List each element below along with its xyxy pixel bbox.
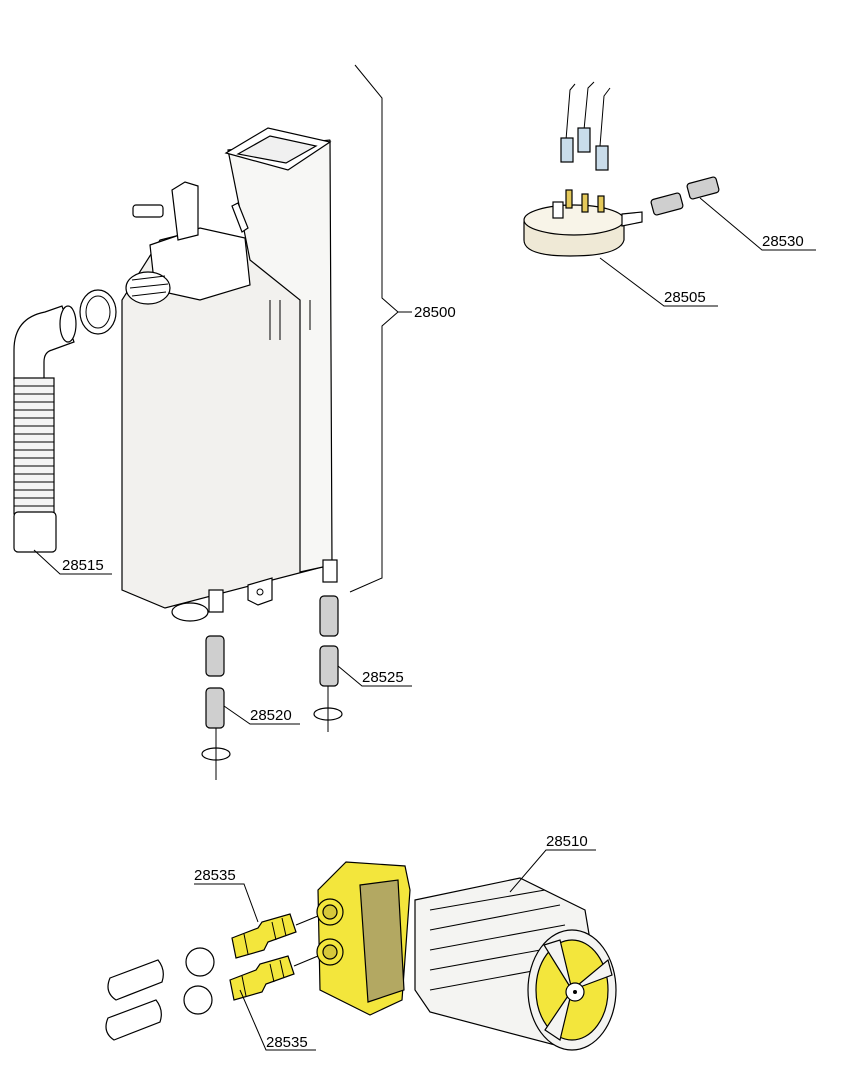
- drain-hose-ribs: [14, 385, 54, 507]
- pump-clamp-lower: [183, 985, 213, 1015]
- tank-back-panel: [227, 139, 333, 573]
- switch-top: [523, 204, 625, 236]
- tank-bracket: [171, 181, 199, 241]
- switch-tab-3: [597, 195, 605, 213]
- switch-tab-1: [565, 189, 573, 209]
- connector-hose-piece-1: [650, 192, 684, 216]
- tank-rail-left: [269, 300, 281, 340]
- hose-clamp-drain-inner: [85, 295, 111, 329]
- terminal-2: [577, 127, 591, 153]
- pump-hose-lower[interactable]: [105, 985, 213, 1041]
- pump-hose-lower-tube: [105, 999, 162, 1041]
- pump-end-spokes: [543, 939, 613, 1041]
- leader-28515: [33, 549, 112, 575]
- leader-28525: [337, 665, 412, 687]
- drain-hose[interactable]: [13, 289, 117, 553]
- tank-nozzle: [132, 204, 164, 218]
- hose-left-lower: [205, 687, 225, 729]
- leader-28520: [223, 705, 300, 725]
- pump-hose-upper[interactable]: [107, 947, 215, 1001]
- pump-motor-fins: [429, 889, 569, 991]
- hose-left[interactable]: [201, 635, 231, 780]
- leader-28530: [699, 197, 816, 251]
- hose-right[interactable]: [313, 595, 343, 732]
- label-28520: 28520: [250, 707, 292, 724]
- drain-hose-cuff: [13, 511, 57, 553]
- threaded-inlet: [125, 271, 171, 305]
- label-28525: 28525: [362, 669, 404, 686]
- bottom-drain-outlet: [171, 602, 209, 622]
- hose-right-lower: [319, 645, 339, 687]
- drain-hose-elbow: [13, 305, 75, 381]
- terminal-1: [560, 137, 574, 163]
- pump-port-upper-inner: [322, 904, 338, 920]
- hose-barb-upper-ribs: [243, 917, 287, 955]
- label-28515: 28515: [62, 557, 104, 574]
- assembly-bracket: [349, 64, 399, 593]
- pump-clamp-upper: [185, 947, 215, 977]
- label-28500: 28500: [414, 304, 456, 321]
- drain-hose-elbow-end: [59, 305, 77, 343]
- barb-axis-lower: [293, 955, 319, 967]
- hose-barb-upper[interactable]: [231, 913, 297, 959]
- pressure-switch[interactable]: [523, 81, 720, 257]
- hose-left-upper: [205, 635, 225, 677]
- barb-axis-upper: [295, 915, 319, 926]
- label-28510: 28510: [546, 833, 588, 850]
- label-28535-top: 28535: [194, 867, 236, 884]
- leader-28510: [509, 849, 596, 893]
- label-28505: 28505: [664, 289, 706, 306]
- switch-post: [552, 201, 564, 219]
- hose-clamp-drain: [79, 289, 117, 335]
- leader-28535-top: [194, 883, 259, 923]
- hose-right-upper: [319, 595, 339, 637]
- tank-assembly[interactable]: [121, 83, 338, 622]
- pump-head-band: [359, 879, 405, 1003]
- leader-28505: [599, 257, 718, 307]
- bottom-outlet-left: [208, 589, 224, 613]
- connector-hose-piece-2: [686, 176, 720, 200]
- switch-nozzle: [621, 211, 643, 227]
- tank-vent-stub: [231, 202, 249, 233]
- pump-port-lower-inner: [322, 944, 338, 960]
- terminal-3: [595, 145, 609, 171]
- switch-tab-2: [581, 193, 589, 213]
- pump-hose-upper-tube: [107, 959, 164, 1001]
- label-28535-bottom: 28535: [266, 1034, 308, 1051]
- vent-pipe-inner: [270, 83, 334, 140]
- tank-funnel-inner: [236, 135, 318, 164]
- hose-barb-lower[interactable]: [229, 955, 295, 1001]
- label-28530: 28530: [762, 233, 804, 250]
- drain-hose-corrugated: [13, 377, 55, 515]
- mounting-hole: [256, 588, 264, 596]
- switch-wires: [565, 81, 611, 147]
- pump-shaft-hole: [573, 990, 577, 994]
- leader-28535-bottom: [239, 989, 316, 1051]
- bottom-outlet-right: [322, 559, 338, 583]
- hose-barb-upper-body: [231, 913, 297, 959]
- tank-rail-right: [299, 300, 311, 335]
- hose-barb-lower-body: [229, 955, 295, 1001]
- hose-barb-lower-ribs: [241, 959, 285, 997]
- threaded-inlet-ribs: [129, 275, 169, 297]
- pump[interactable]: [316, 861, 617, 1051]
